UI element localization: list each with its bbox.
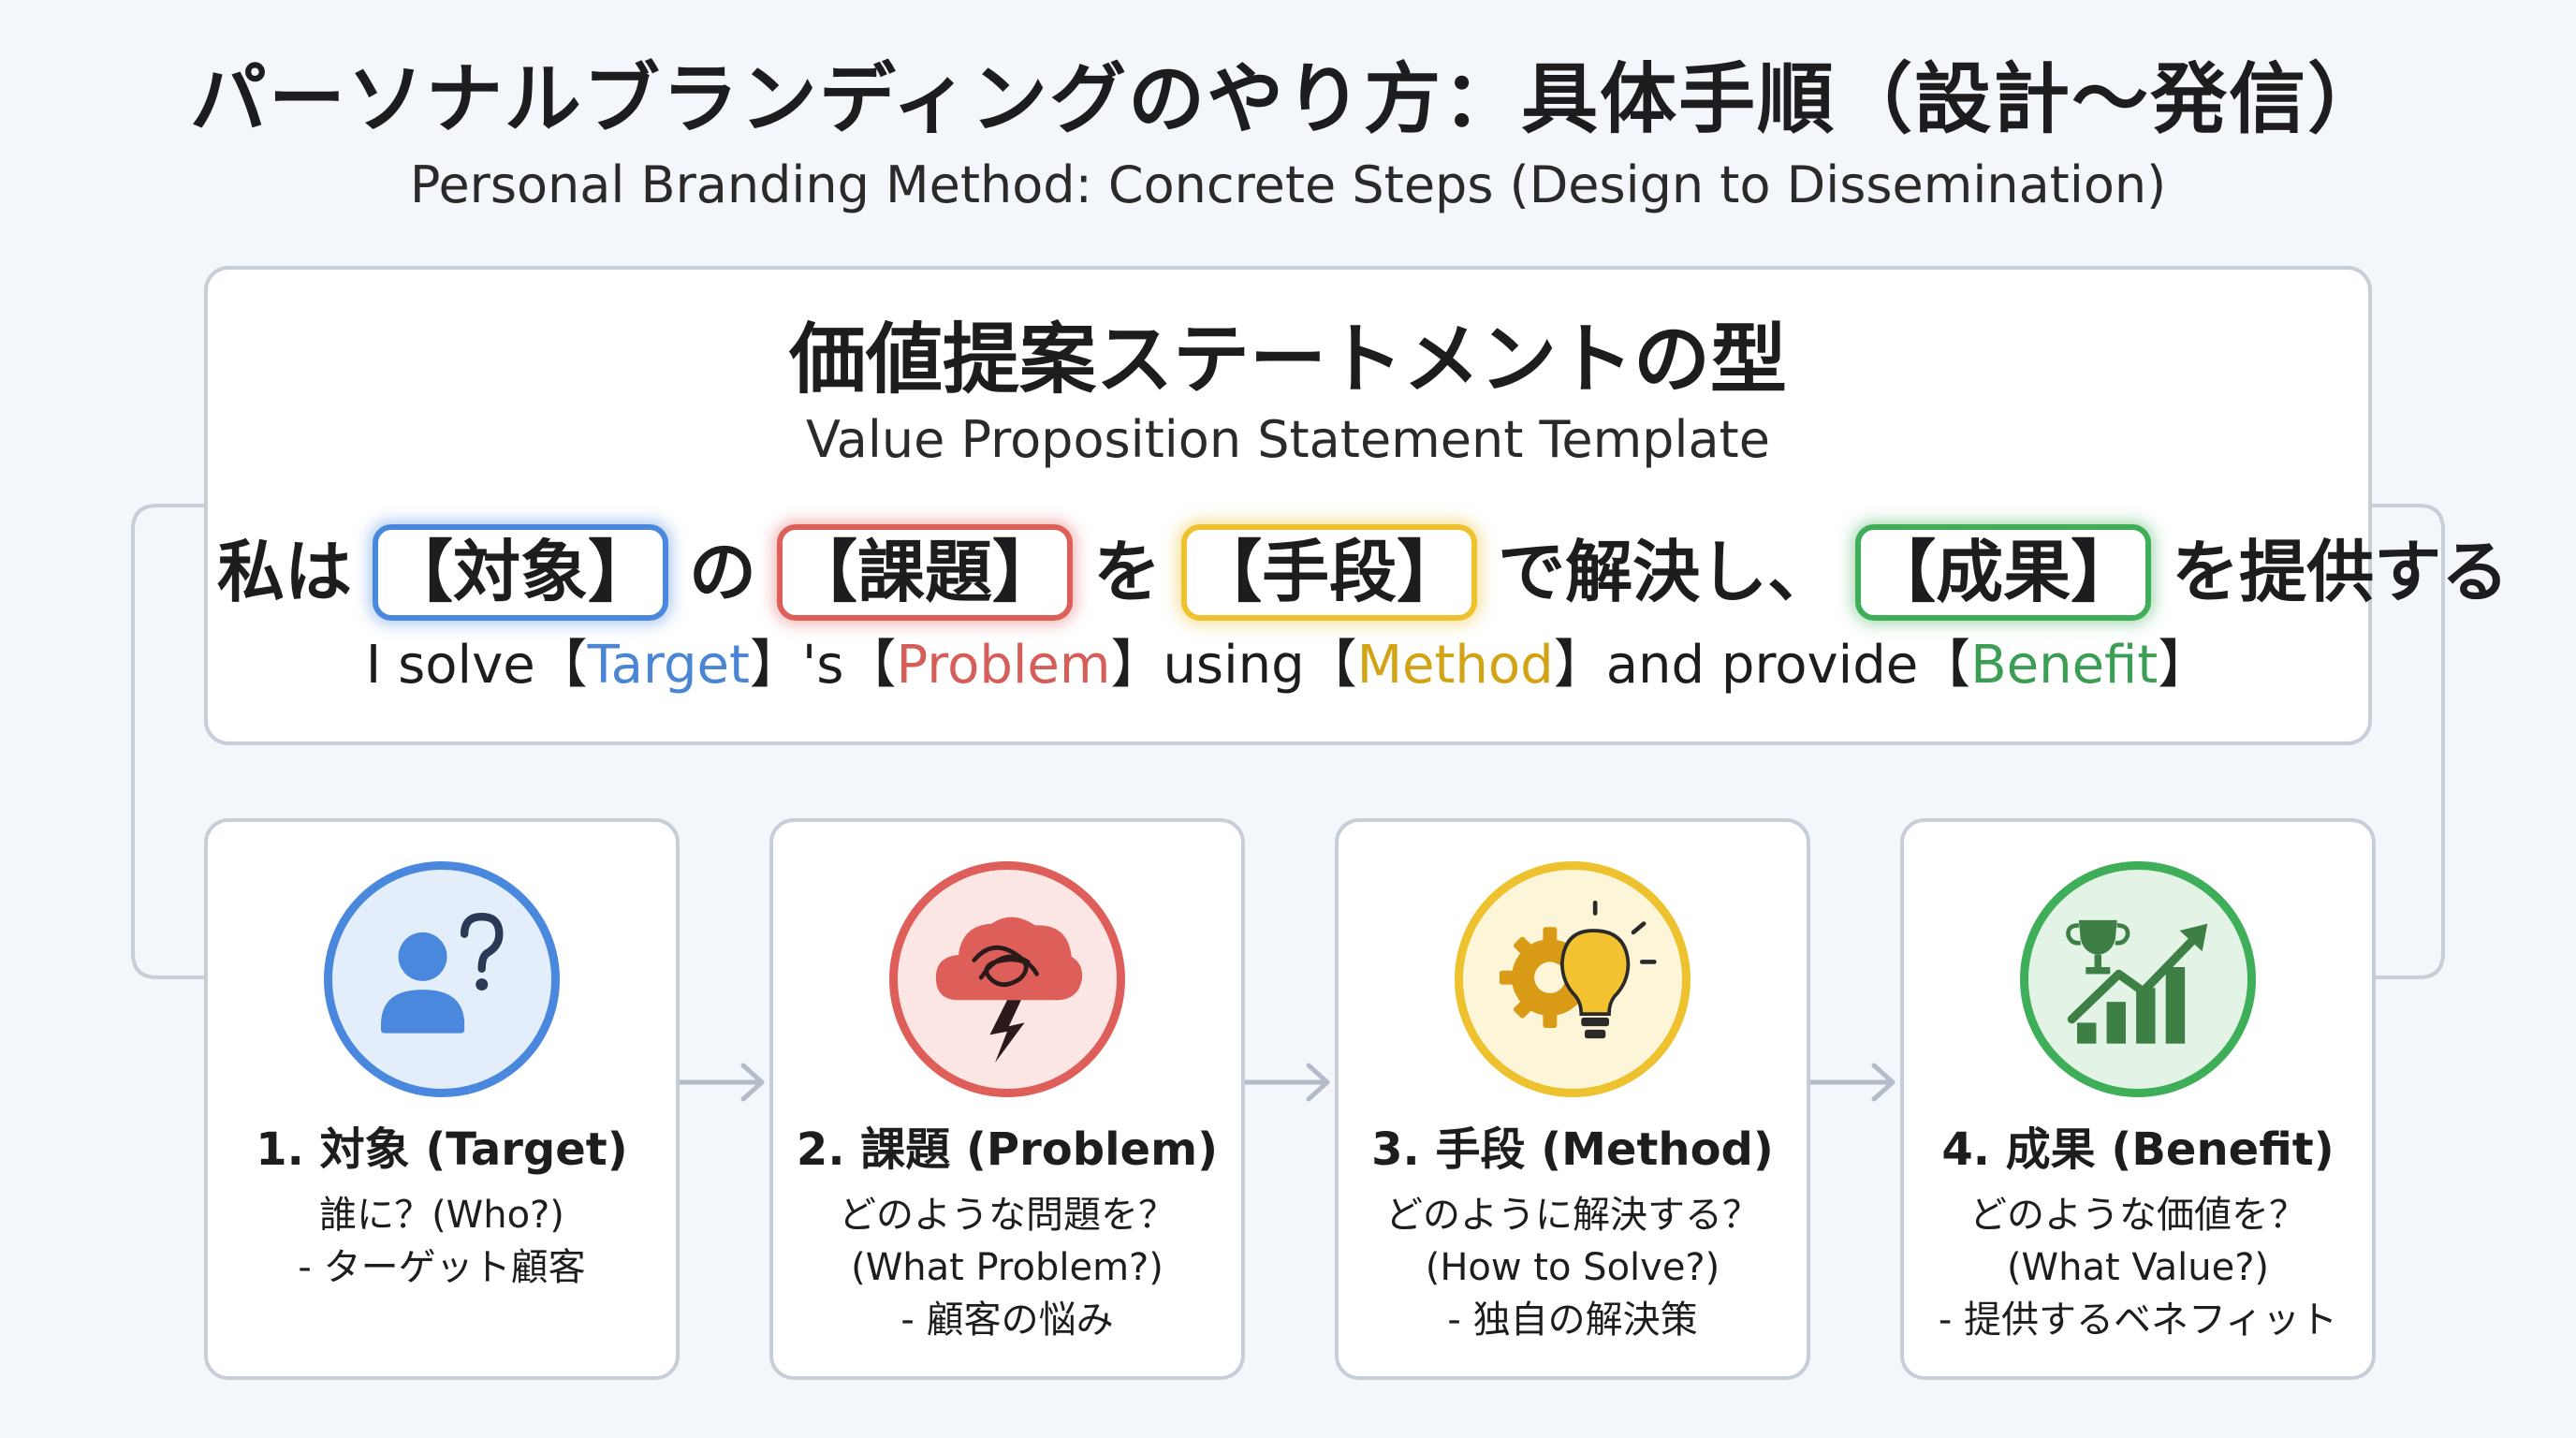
- storm-cloud-icon: [889, 861, 1125, 1097]
- formula-jp-part-1: 私は: [217, 533, 353, 611]
- step-question-en: (How to Solve?): [1425, 1246, 1720, 1289]
- person-question-icon: [324, 861, 560, 1097]
- arrow-3-to-4: [1808, 1063, 1895, 1102]
- arrow-2-to-3: [1242, 1063, 1330, 1102]
- formula-jp-part-4: で解決し、: [1498, 533, 1836, 611]
- template-title: 価値提案ステートメントの型: [788, 315, 1787, 404]
- formula-en-part-1: I solve【: [365, 635, 588, 696]
- step-question: 誰に？(Who?): [319, 1194, 564, 1237]
- formula-en: I solve【Target】's【Problem】using【Method】a…: [208, 637, 2368, 695]
- page-title: パーソナルブランディングのやり方：具体手順（設計〜発信）: [189, 55, 2387, 144]
- step-card-target: 1. 対象 (Target) 誰に？(Who?) - ターゲット顧客: [204, 818, 680, 1380]
- arrow-1-to-2: [677, 1063, 765, 1102]
- formula-en-target: Target: [587, 635, 750, 696]
- step-detail: - 顧客の悩み: [900, 1299, 1114, 1342]
- formula-token-target: 【対象】: [373, 524, 669, 622]
- gear-lightbulb-icon: [1455, 861, 1690, 1097]
- step-question: どのような問題を？: [839, 1194, 1176, 1237]
- step-card-method: 3. 手段 (Method) どのように解決する？ (How to Solve?…: [1335, 818, 1810, 1380]
- step-card-problem: 2. 課題 (Problem) どのような問題を？ (What Problem?…: [769, 818, 1245, 1380]
- formula-jp-part-3: を: [1093, 533, 1162, 611]
- step-question-en: (What Problem?): [851, 1246, 1164, 1289]
- value-proposition-panel: 価値提案ステートメントの型 Value Proposition Statemen…: [204, 266, 2509, 745]
- formula-en-method: Method: [1356, 635, 1554, 696]
- formula-token-method: 【手段】: [1181, 524, 1478, 622]
- step-detail: - ターゲット顧客: [298, 1246, 586, 1289]
- step-title: 3. 手段 (Method): [1371, 1123, 1774, 1176]
- formula-token-benefit: 【成果】: [1855, 524, 2152, 622]
- formula-en-benefit: Benefit: [1970, 635, 2159, 696]
- page-subtitle: Personal Branding Method: Concrete Steps…: [409, 155, 2167, 214]
- step-title: 2. 課題 (Problem): [796, 1123, 1219, 1176]
- formula-en-part-4: 】and provide【: [1553, 635, 1971, 696]
- trophy-chart-icon: [2020, 861, 2256, 1097]
- formula-en-part-5: 】: [2158, 635, 2211, 696]
- step-card-benefit: 4. 成果 (Benefit) どのような価値を？ (What Value?) …: [1900, 818, 2376, 1380]
- formula-en-problem: Problem: [896, 635, 1111, 696]
- formula-jp-part-2: の: [689, 533, 757, 611]
- formula-token-problem: 【課題】: [777, 524, 1074, 622]
- formula-jp-part-5: を提供する: [2172, 533, 2510, 611]
- step-question: どのような価値を？: [1969, 1194, 2306, 1237]
- formula-en-part-2: 】's【: [749, 635, 897, 696]
- template-subtitle: Value Proposition Statement Template: [806, 410, 1770, 469]
- step-question-en: (What Value?): [2006, 1246, 2270, 1289]
- step-question: どのように解決する？: [1385, 1194, 1760, 1237]
- step-detail: - 提供するベネフィット: [1938, 1299, 2338, 1342]
- formula-en-part-3: 】using【: [1110, 635, 1357, 696]
- left-bracket-line: [131, 504, 204, 979]
- step-detail: - 独自の解決策: [1447, 1299, 1698, 1342]
- right-bracket-line: [2372, 504, 2445, 979]
- step-title: 4. 成果 (Benefit): [1941, 1123, 2334, 1176]
- step-title: 1. 対象 (Target): [256, 1123, 628, 1176]
- formula-jp: 私は【対象】の【課題】を【手段】で解決し、【成果】を提供する: [208, 524, 2509, 622]
